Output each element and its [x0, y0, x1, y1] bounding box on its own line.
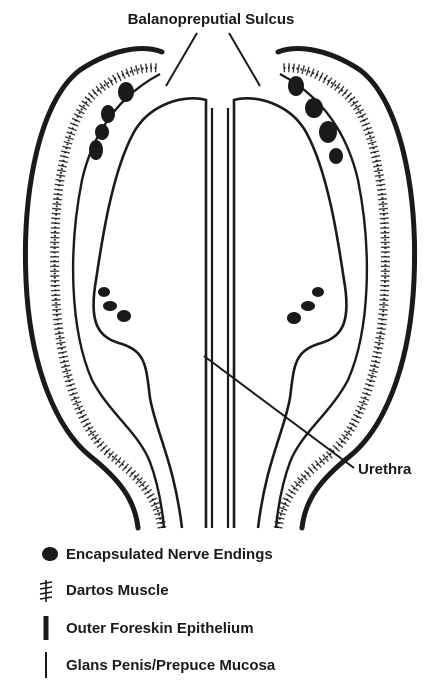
- nerve-endings-lower-left: [98, 287, 131, 322]
- dartos-muscle-icon: [40, 580, 52, 602]
- nerve-ending: [101, 105, 115, 123]
- nerve-ending: [89, 140, 103, 160]
- nerve-ending: [305, 98, 323, 118]
- nerve-ending: [319, 121, 337, 143]
- nerve-ending: [287, 312, 301, 324]
- nerve-endings-lower-right: [287, 287, 324, 324]
- legend-item-mucosa: Glans Penis/Prepuce Mucosa: [46, 652, 276, 678]
- legend-item-dartos-muscle: Dartos Muscle: [40, 580, 169, 602]
- pointer-urethra: [204, 356, 354, 468]
- nerve-ending: [312, 287, 324, 297]
- nerve-ending: [301, 301, 315, 311]
- nerve-ending: [118, 82, 134, 102]
- legend-label: Glans Penis/Prepuce Mucosa: [66, 657, 276, 674]
- nerve-ending: [98, 287, 110, 297]
- legend-label: Encapsulated Nerve Endings: [66, 546, 273, 563]
- legend-item-outer-epithelium: Outer Foreskin Epithelium: [46, 616, 254, 640]
- nerve-ending-icon: [42, 547, 58, 561]
- legend-item-nerve-endings: Encapsulated Nerve Endings: [42, 546, 273, 563]
- nerve-ending: [329, 148, 343, 164]
- label-urethra: Urethra: [358, 461, 412, 478]
- legend: Encapsulated Nerve Endings Dartos Muscle…: [40, 546, 276, 678]
- legend-label: Outer Foreskin Epithelium: [66, 620, 254, 637]
- label-balanopreputial-sulcus: Balanopreputial Sulcus: [128, 11, 295, 28]
- dartos-muscle-left: [55, 68, 162, 528]
- pointer-sulcus-right: [229, 33, 260, 86]
- nerve-ending: [103, 301, 117, 311]
- legend-label: Dartos Muscle: [66, 582, 169, 599]
- nerve-ending: [95, 124, 109, 140]
- nerve-ending: [288, 76, 304, 96]
- nerve-ending: [117, 310, 131, 322]
- pointer-sulcus-left: [166, 33, 197, 86]
